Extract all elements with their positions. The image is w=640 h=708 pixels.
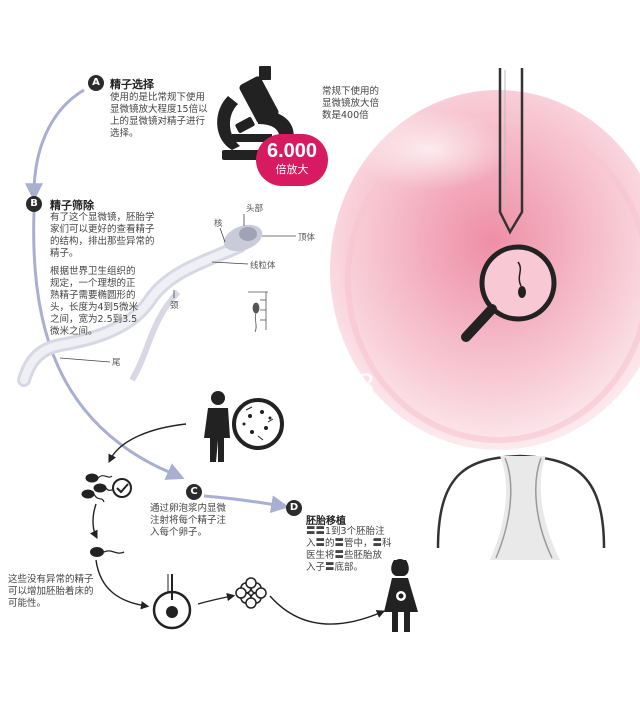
sperm-diagram — [17, 214, 296, 387]
overlay-text: 无精症?8 — [250, 368, 376, 402]
step-d-line: 入子〓底部。 — [306, 562, 364, 573]
magnification-value: 6.000 — [266, 140, 318, 162]
bottom-note-line: 这些没有异常的精子 — [8, 574, 94, 585]
step-d-line: 入〓的〓管中，〓科 — [306, 538, 392, 549]
step-b-line: 精子。 — [50, 248, 79, 259]
step-c-text: 通过卵泡浆内显微 注射将每个精子注 入每个卵子。 — [150, 503, 226, 539]
step-b-line: 之间，宽为2.5到3.5 — [50, 314, 138, 325]
step-b-line: 根据世界卫生组织的 — [50, 266, 136, 277]
check-icon — [112, 478, 132, 498]
step-b-line: 微米之间。 — [50, 326, 98, 337]
woman-figure-icon — [384, 559, 418, 632]
step-d-text: 〓〓1到3个胚胎注 入〓的〓管中，〓科 医生将〓些胚胎放 入子〓底部。 — [306, 526, 392, 574]
step-b-line: 头，长度为4到5微米 — [50, 302, 139, 313]
injection-egg-icon — [152, 574, 192, 630]
step-a-badge: A — [88, 75, 104, 91]
microscope-note-line: 数是400倍 — [322, 110, 369, 121]
step-b-line: 熟精子需要椭圆形的 — [50, 290, 136, 301]
microscope-note: 常规下使用的 显微镜放大倍 数是400倍 — [322, 86, 379, 122]
step-d-title: 胚胎移植 — [306, 516, 346, 527]
label-acrosome: 顶体 — [298, 233, 316, 243]
step-a-line: 使用的是比常规下使用 — [110, 92, 206, 103]
step-b-text2: 根据世界卫生组织的 规定，一个理想的正 熟精子需要椭圆形的 头，长度为4到5微米… — [50, 266, 138, 338]
magnification-badge: 6.000 倍放大 — [256, 134, 328, 186]
step-a-title: 精子选择 — [110, 78, 154, 91]
step-c-line: 入每个卵子。 — [150, 527, 208, 538]
step-b-line: 的结构，排出那些异常的 — [50, 236, 155, 247]
bottom-note-line: 可能性。 — [8, 598, 47, 609]
process-arrows — [89, 423, 386, 625]
magnification-label: 倍放大 — [275, 163, 309, 176]
step-b-badge: B — [26, 196, 42, 212]
label-neck: 颈 — [170, 301, 179, 311]
step-b-line: 有了这个显微镜，胚胎学 — [50, 212, 155, 223]
step-b-line: 规定，一个理想的正 — [50, 278, 136, 289]
step-a-text: 使用的是比常规下使用 显微镜放大程度15倍以 上的显微镜对精子进行 选择。 — [110, 92, 208, 140]
label-nucleus: 核 — [214, 219, 223, 229]
step-b-title: 精子筛除 — [50, 199, 94, 212]
label-tail: 尾 — [112, 358, 121, 368]
pipette-needle — [498, 68, 524, 235]
label-mitochondria: 线粒体 — [250, 261, 276, 271]
scale-ruler — [248, 291, 268, 333]
bottom-note-line: 可以增加胚胎着床的 — [8, 586, 94, 597]
bottom-note: 这些没有异常的精子 可以增加胚胎着床的 可能性。 — [8, 574, 94, 610]
label-head: 头部 — [246, 204, 264, 214]
magnifier-icon — [461, 244, 557, 342]
step-c-line: 注射将每个精子注 — [150, 515, 227, 526]
petri-dish-icon — [232, 398, 284, 450]
single-sperm-icon — [90, 547, 125, 557]
man-figure-icon — [204, 391, 230, 462]
step-a-line: 上的显微镜对精子进行 — [110, 116, 206, 127]
step-a-line: 选择。 — [110, 128, 139, 139]
flow-arrows — [25, 88, 290, 514]
step-a-line: 显微镜放大程度15倍以 — [110, 104, 208, 115]
step-c-badge: C — [186, 484, 202, 500]
microscope-note-line: 常规下使用的 — [322, 86, 380, 97]
step-d-line: 〓〓1到3个胚胎注 — [306, 526, 385, 537]
step-d-line: 医生将〓些胚胎放 — [306, 550, 383, 561]
holding-pipette — [436, 454, 606, 560]
microscope-note-line: 显微镜放大倍 — [322, 98, 380, 109]
step-b-line: 家们可以更好的查看精子 — [50, 224, 155, 235]
sperm-cluster-icon — [81, 473, 117, 503]
step-c-line: 通过卵泡浆内显微 — [150, 503, 227, 514]
step-d-badge: D — [286, 500, 302, 516]
step-b-text: 有了这个显微镜，胚胎学 家们可以更好的查看精子 的结构，排出那些异常的 精子。 — [50, 212, 155, 260]
embryo-icon — [235, 577, 267, 609]
